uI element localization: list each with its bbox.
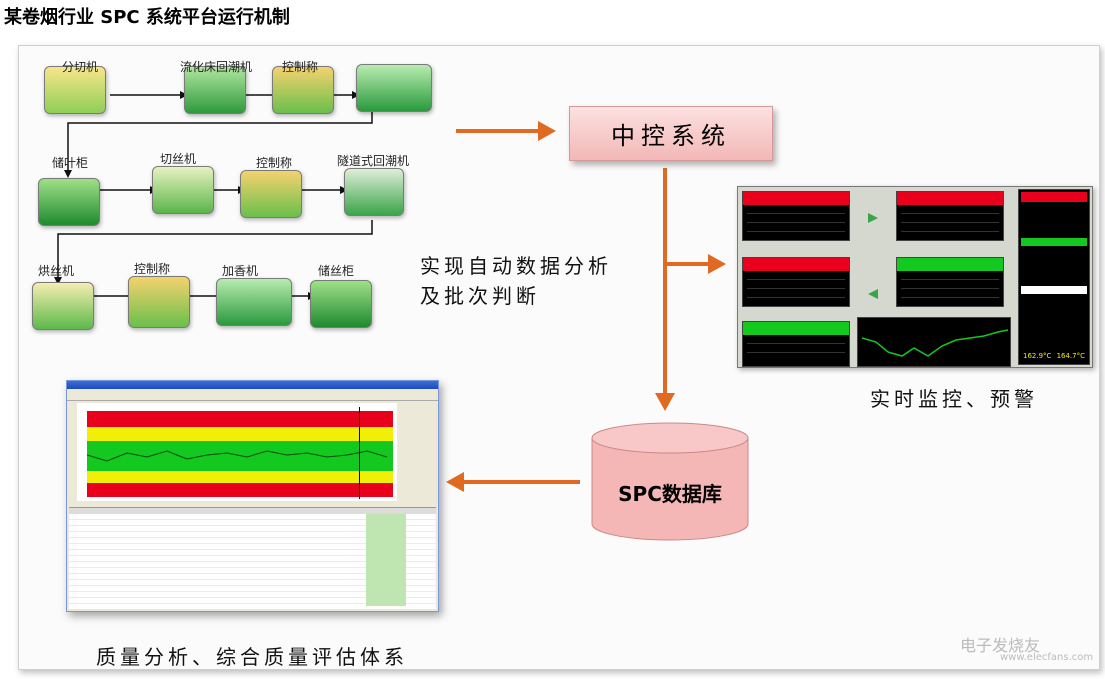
- fluid-bed-machine-icon: [184, 66, 246, 114]
- machine-label: 控制称: [256, 156, 293, 170]
- monitor-temp-a: 162.9°C: [1023, 352, 1052, 360]
- watermark-name: 电子发烧友: [960, 636, 1041, 655]
- tunnel-machine-icon: [344, 168, 404, 216]
- analysis-text-line2: 及批次判断: [420, 284, 540, 308]
- app-titlebar: [67, 381, 438, 389]
- central-control-box: 中控系统: [569, 106, 773, 161]
- watermark-url: www.elecfans.com: [1000, 652, 1094, 663]
- scale-icon: [128, 276, 190, 328]
- machine-label: 隧道式回潮机: [337, 154, 410, 168]
- scale-icon: [240, 170, 302, 218]
- monitor-temp-b: 164.7°C: [1056, 352, 1085, 360]
- machine-label: 储叶柜: [52, 156, 89, 170]
- data-table: [69, 507, 436, 609]
- machine-label: 控制称: [134, 262, 171, 276]
- monitor-panel: [896, 191, 1004, 241]
- drum-machine-icon: [356, 64, 432, 112]
- spc-database-label: SPC数据库: [618, 482, 722, 506]
- analysis-text-line1: 实现自动数据分析: [420, 254, 612, 278]
- monitor-caption: 实时监控、预警: [870, 387, 1038, 411]
- monitor-side-panel: 162.9°C 164.7°C: [1018, 189, 1090, 365]
- flavoring-machine-icon: [216, 278, 292, 326]
- monitor-panel: [742, 257, 850, 307]
- monitor-panel: [742, 321, 850, 367]
- machine-label: 烘丝机: [38, 264, 75, 278]
- realtime-monitor-screenshot: 162.9°C 164.7°C: [737, 186, 1093, 368]
- spc-database-icon: [591, 422, 749, 541]
- machine-label: 加香机: [222, 264, 259, 278]
- page-title: 某卷烟行业 SPC 系统平台运行机制: [4, 7, 290, 28]
- spc-analysis-screenshot: [66, 380, 439, 612]
- app-toolbar: [67, 389, 438, 401]
- monitor-trend-panel: [857, 317, 1011, 367]
- leaf-storage-icon: [38, 178, 100, 226]
- silk-storage-icon: [310, 280, 372, 328]
- scale-icon: [272, 66, 334, 114]
- cutter-machine-icon: [152, 166, 214, 214]
- quality-caption: 质量分析、综合质量评估体系: [96, 645, 408, 669]
- monitor-inner-arrows: [868, 213, 878, 299]
- monitor-panel: [742, 191, 850, 241]
- machine-label: 流化床回潮机: [180, 60, 253, 74]
- monitor-panel: [896, 257, 1004, 307]
- dryer-machine-icon: [32, 282, 94, 330]
- machine-label: 切丝机: [160, 152, 197, 166]
- machine-label: 控制称: [282, 60, 319, 74]
- machine-label: 分切机: [62, 60, 99, 74]
- machine-label: 储丝柜: [318, 264, 355, 278]
- slicer-machine-icon: [44, 66, 106, 114]
- control-chart: [77, 403, 397, 501]
